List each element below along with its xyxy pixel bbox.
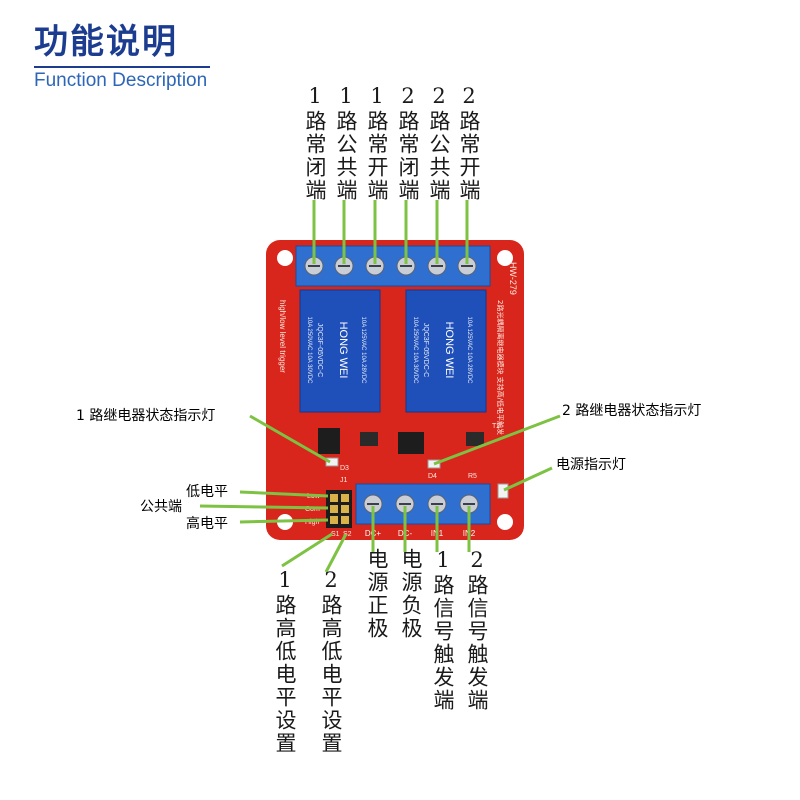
relay-2-rating-b: 10A 125VAC 10A 28VDC [466,317,472,385]
jumper-pin [341,494,349,502]
mount-hole [497,514,513,530]
output-terminal-block [296,246,490,286]
jumper-pin [341,505,349,513]
leader-high-level [240,520,328,522]
relay-1-brand: HONG WEI [337,322,349,379]
jumper-pin [330,505,338,513]
transistor-1 [360,432,378,446]
transistor-2 [466,432,484,446]
relay-1-rating-b: 10A 125VAC 10A 28VDC [360,317,366,385]
label-relay2-com: 2路公共端 [424,84,454,202]
label-relay1-nc: 1路常闭端 [300,84,330,202]
label-low-level: 低电平 [186,484,228,500]
power-status-led [498,484,508,498]
label-relay2-status-led: 2 路继电器状态指示灯 [562,403,701,419]
leader-common [200,506,328,508]
label-common: 公共端 [140,499,182,515]
relay-2-rating-a: 10A 250VAC 10A 30VDC [412,317,418,385]
mount-hole [277,250,293,266]
board-code: HW-279 [508,262,518,295]
relay-1-rating-a: 10A 250VAC 10A 30VDC [306,317,312,385]
relay-1: HONG WEI JQC3F-05VDC-C 10A 250VAC 10A 30… [300,290,380,412]
label-power-positive: 电源正极 [362,548,392,640]
optocoupler-1 [318,428,340,454]
relay-1-model: JQC3F-05VDC-C [316,323,323,377]
label-d3: D3 [340,465,349,472]
label-t2: T2 [492,423,500,430]
relay-2: HONG WEI JQC3F-05VDC-C 10A 250VAC 10A 30… [406,290,486,412]
label-d4: D4 [428,473,437,480]
edge-text-right: 2路光耦隔离继电器模块 支持高/低电平触发 [496,300,505,435]
jumper-pin [330,494,338,502]
label-power-negative: 电源负极 [396,548,426,640]
label-j1: J1 [340,477,348,484]
label-jumper2-level-setting: 2路高低电平设置 [316,568,346,755]
optocoupler-2 [398,432,424,454]
label-relay1-no: 1路常开端 [362,84,392,202]
relay-2-brand: HONG WEI [443,322,455,379]
label-relay1-com: 1路公共端 [331,84,361,202]
edge-text-left: high/low level trigger [278,300,287,373]
label-relay1-status-led: 1 路继电器状态指示灯 [76,408,215,424]
jumper-pin [330,516,338,524]
label-high-level: 高电平 [186,515,228,532]
relay-2-model: JQC3F-05VDC-C [422,323,429,377]
label-in1-trigger: 1路信号触发端 [428,548,458,712]
label-relay2-no: 2路常开端 [454,84,484,202]
label-power-led: 电源指示灯 [556,457,626,473]
jumper-pin [341,516,349,524]
label-r5: R5 [468,473,477,480]
label-relay2-nc: 2路常闭端 [393,84,423,202]
label-jumper1-level-setting: 1路高低电平设置 [270,568,300,755]
label-in2-trigger: 2路信号触发端 [462,548,492,712]
